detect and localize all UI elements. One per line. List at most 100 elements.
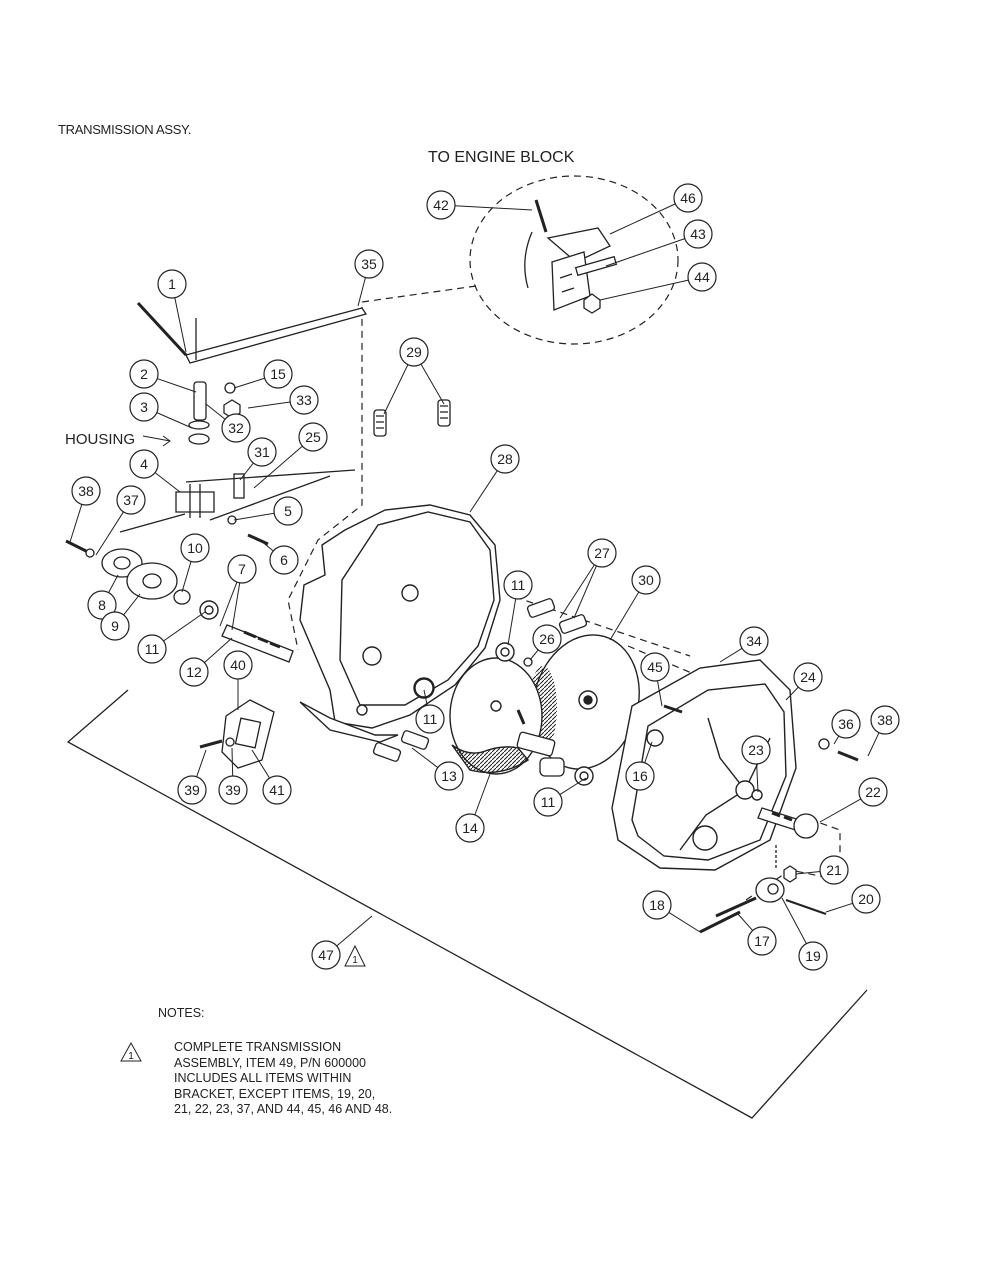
leader-line	[231, 582, 241, 631]
callout-16: 16	[625, 761, 655, 791]
callout-42: 42	[426, 190, 456, 220]
leader-line	[785, 686, 799, 701]
callout-11: 11	[533, 787, 563, 817]
callout-circle	[71, 476, 101, 506]
callout-circle	[640, 652, 670, 682]
bearings	[199, 600, 594, 786]
leader-line	[357, 277, 366, 307]
callout-31: 31	[247, 437, 277, 467]
note-line: COMPLETE TRANSMISSION	[174, 1040, 342, 1054]
callout-number: 41	[269, 782, 285, 798]
leader-line	[644, 741, 653, 763]
callout-circle	[831, 709, 861, 739]
callout-circle	[741, 735, 771, 765]
callout-circle	[673, 183, 703, 213]
leader-line	[156, 412, 193, 429]
callout-number: 11	[145, 641, 160, 657]
callout-39: 39	[218, 775, 248, 805]
callout-circle	[642, 890, 672, 920]
callout-number: 11	[423, 711, 438, 727]
callout-9: 9	[100, 611, 130, 641]
callout-number: 11	[511, 577, 526, 593]
callout-30: 30	[631, 565, 661, 595]
callout-4: 4	[129, 449, 159, 479]
leader-line	[423, 689, 428, 706]
callout-circle	[227, 554, 257, 584]
leader-line	[609, 203, 676, 235]
callout-number: 11	[541, 794, 556, 810]
callout-11: 11	[415, 704, 445, 734]
leader-line	[668, 912, 701, 933]
leader-line	[819, 798, 862, 823]
callout-number: 4	[140, 456, 148, 472]
callout-number: 18	[649, 897, 665, 913]
leader-line	[174, 297, 187, 353]
callout-17: 17	[747, 926, 777, 956]
leader-line	[239, 462, 254, 481]
callout-circle	[116, 485, 146, 515]
callout-number: 38	[78, 483, 94, 499]
leader-line	[781, 897, 807, 944]
callout-3: 3	[129, 392, 159, 422]
notes-body: COMPLETE TRANSMISSION ASSEMBLY, ITEM 49,…	[174, 1040, 474, 1118]
leader-line	[163, 611, 206, 642]
callout-circle	[434, 761, 464, 791]
callout-number: 40	[230, 657, 246, 673]
callout-number: 32	[228, 420, 244, 436]
leader-line	[108, 574, 119, 593]
to-engine-block-label: TO ENGINE BLOCK	[428, 149, 575, 166]
callout-circle	[179, 657, 209, 687]
callout-number: 6	[280, 552, 288, 568]
callout-number: 21	[826, 862, 842, 878]
callout-20: 20	[851, 884, 881, 914]
callout-number: 17	[754, 933, 770, 949]
callout-number: 29	[406, 344, 422, 360]
callout-number: 34	[746, 633, 762, 649]
retainer-plates	[101, 548, 191, 605]
callout-46: 46	[673, 183, 703, 213]
callout-number: 37	[123, 492, 139, 508]
callout-circle	[490, 444, 520, 474]
callout-number: 5	[284, 503, 292, 519]
callout-number: 39	[225, 782, 241, 798]
callout-41: 41	[262, 775, 292, 805]
note-line: 21, 22, 23, 37, AND 44, 45, 46 AND 48.	[174, 1102, 393, 1116]
leader-line	[231, 747, 234, 777]
callout-35: 35	[354, 249, 384, 279]
callout-21: 21	[819, 855, 849, 885]
callout-6: 6	[269, 545, 299, 575]
callout-24: 24	[793, 662, 823, 692]
callout-number: 1	[168, 276, 176, 292]
leader-line	[154, 472, 181, 493]
callout-14: 14	[455, 813, 485, 843]
leader-line	[420, 363, 445, 405]
callout-circle	[273, 496, 303, 526]
note-line: ASSEMBLY, ITEM 49, P/N 600000	[174, 1055, 366, 1070]
leader-line	[833, 735, 840, 745]
leader-line	[247, 401, 291, 409]
callout-number: 46	[680, 190, 696, 206]
callout-circle	[100, 611, 130, 641]
callout-circle	[870, 705, 900, 735]
callout-34: 34	[739, 626, 769, 656]
callout-circle	[683, 219, 713, 249]
leader-line	[559, 564, 595, 619]
callout-circle	[247, 437, 277, 467]
callout-circle	[793, 662, 823, 692]
leader-line	[719, 647, 743, 663]
callout-circle	[87, 590, 117, 620]
callout-number: 13	[441, 768, 457, 784]
callout-33: 33	[289, 385, 319, 415]
callout-36: 36	[831, 709, 861, 739]
notes-heading: NOTES:	[158, 1006, 205, 1020]
callout-number: 14	[462, 820, 478, 836]
callout-circle	[129, 449, 159, 479]
callout-number: 47	[318, 947, 334, 963]
callout-circle	[157, 269, 187, 299]
leader-line	[756, 763, 759, 793]
callout-circle	[223, 650, 253, 680]
leader-line	[123, 593, 141, 616]
callout-number: 16	[632, 768, 648, 784]
